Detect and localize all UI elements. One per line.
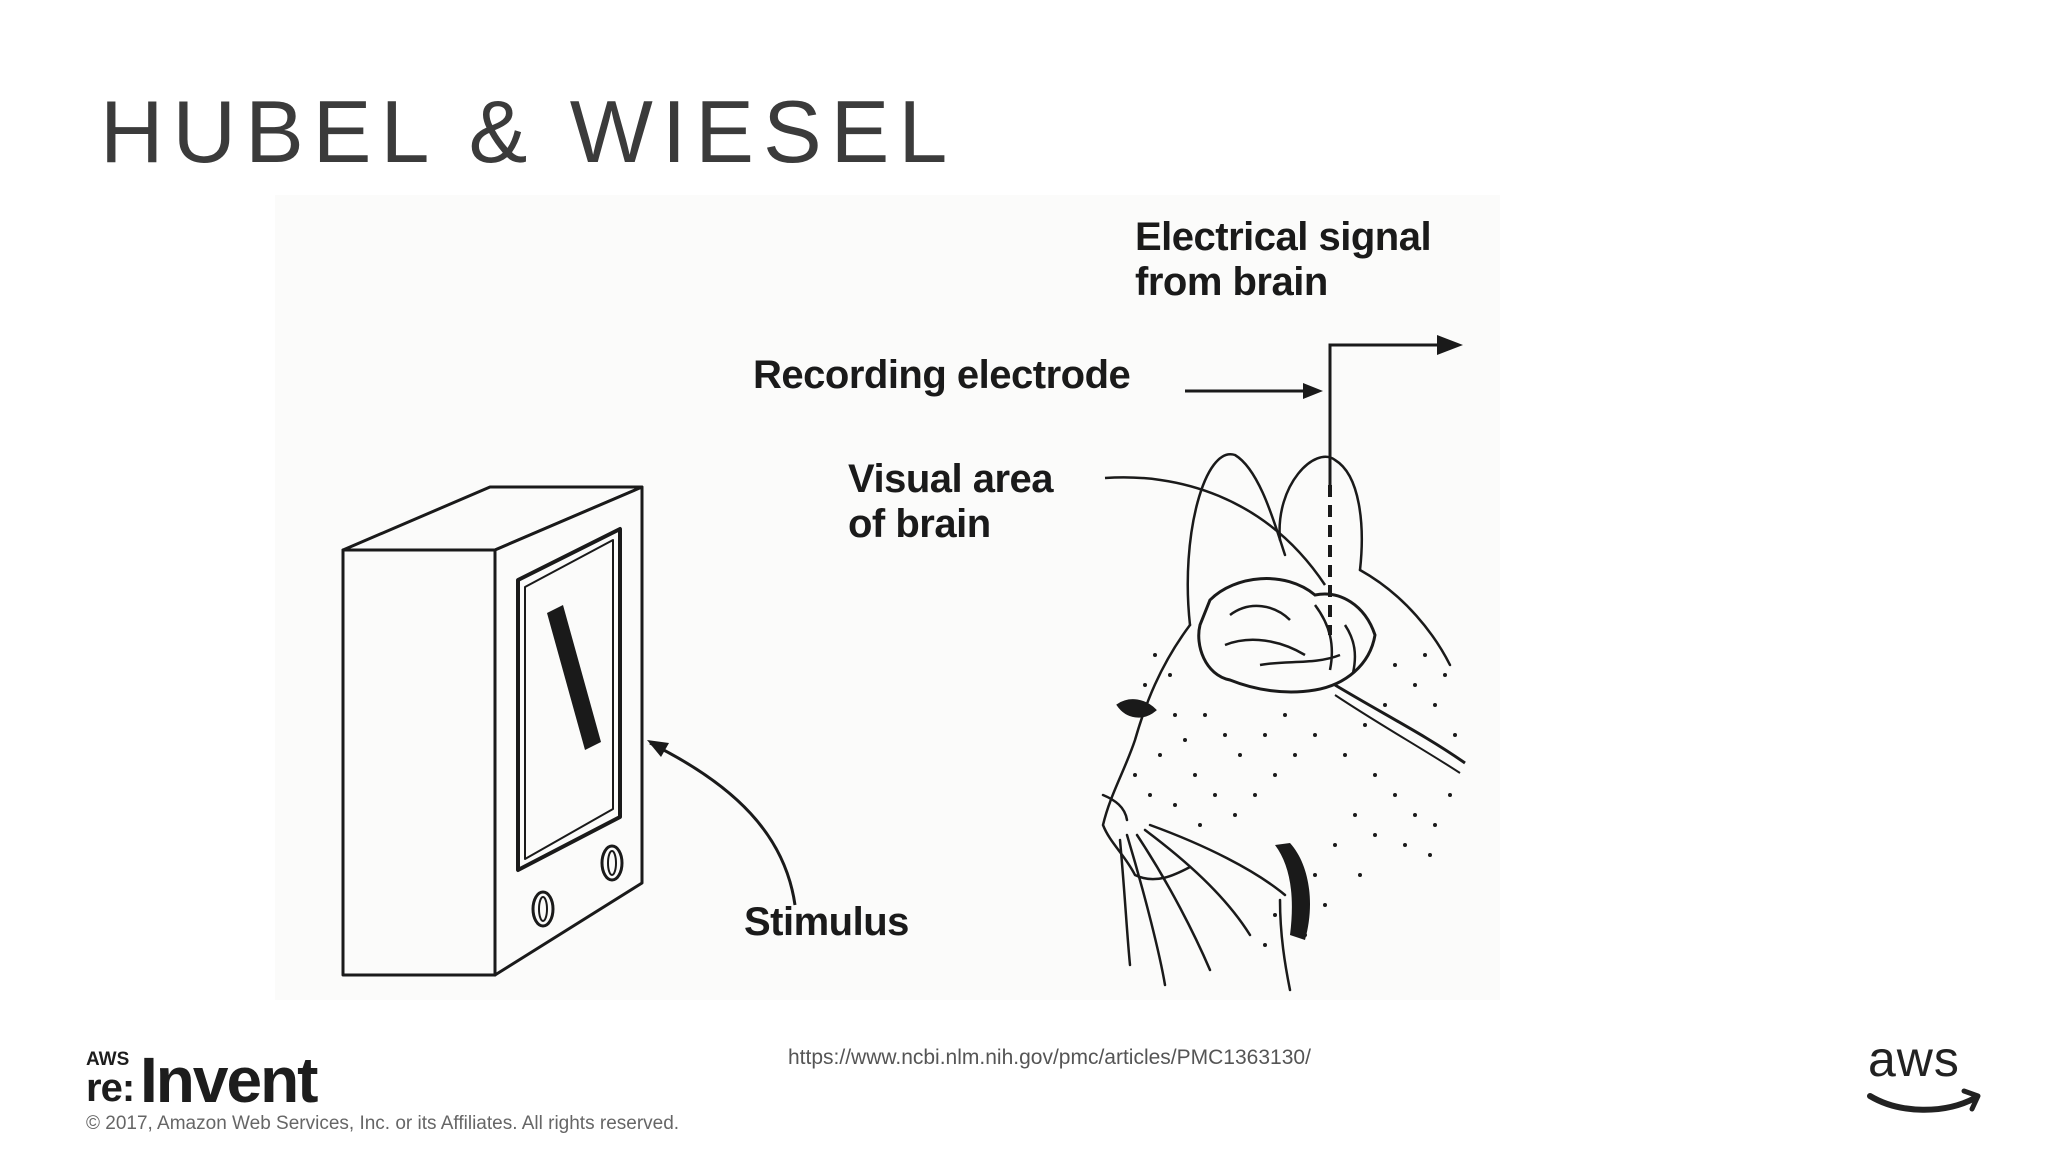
experiment-drawing (341, 335, 1466, 992)
label-stimulus: Stimulus (744, 900, 909, 944)
reinvent-logo-invent: Invent (140, 1044, 318, 1116)
neck-shading (1275, 843, 1310, 940)
stimulus-arrow (649, 741, 797, 906)
slide-title: HUBEL & WIESEL (100, 82, 957, 181)
aws-logo-text: aws (1868, 1031, 1960, 1087)
electrode-cable (1334, 683, 1466, 765)
aws-smile-icon (1867, 1088, 1981, 1113)
cat-head (1101, 453, 1452, 992)
signal-line (1328, 343, 1455, 485)
bar-stimulus (547, 605, 601, 750)
visual-area-pointer (1104, 476, 1327, 586)
label-recording-electrode: Recording electrode (753, 353, 1131, 397)
copyright-notice: © 2017, Amazon Web Services, Inc. or its… (86, 1113, 680, 1134)
source-url: https://www.ncbi.nlm.nih.gov/pmc/article… (788, 1046, 1311, 1069)
reinvent-logo-re: re: (86, 1066, 135, 1110)
cat-brain (1197, 577, 1377, 694)
label-visual-area: Visual area of brain (848, 457, 1054, 546)
stimulus-monitor (341, 485, 644, 977)
label-electrical-signal: Electrical signal from brain (1135, 215, 1432, 304)
experiment-illustration: Electrical signal from brain Recording e… (275, 195, 1500, 1000)
reinvent-logo-aws: AWS (86, 1049, 130, 1070)
